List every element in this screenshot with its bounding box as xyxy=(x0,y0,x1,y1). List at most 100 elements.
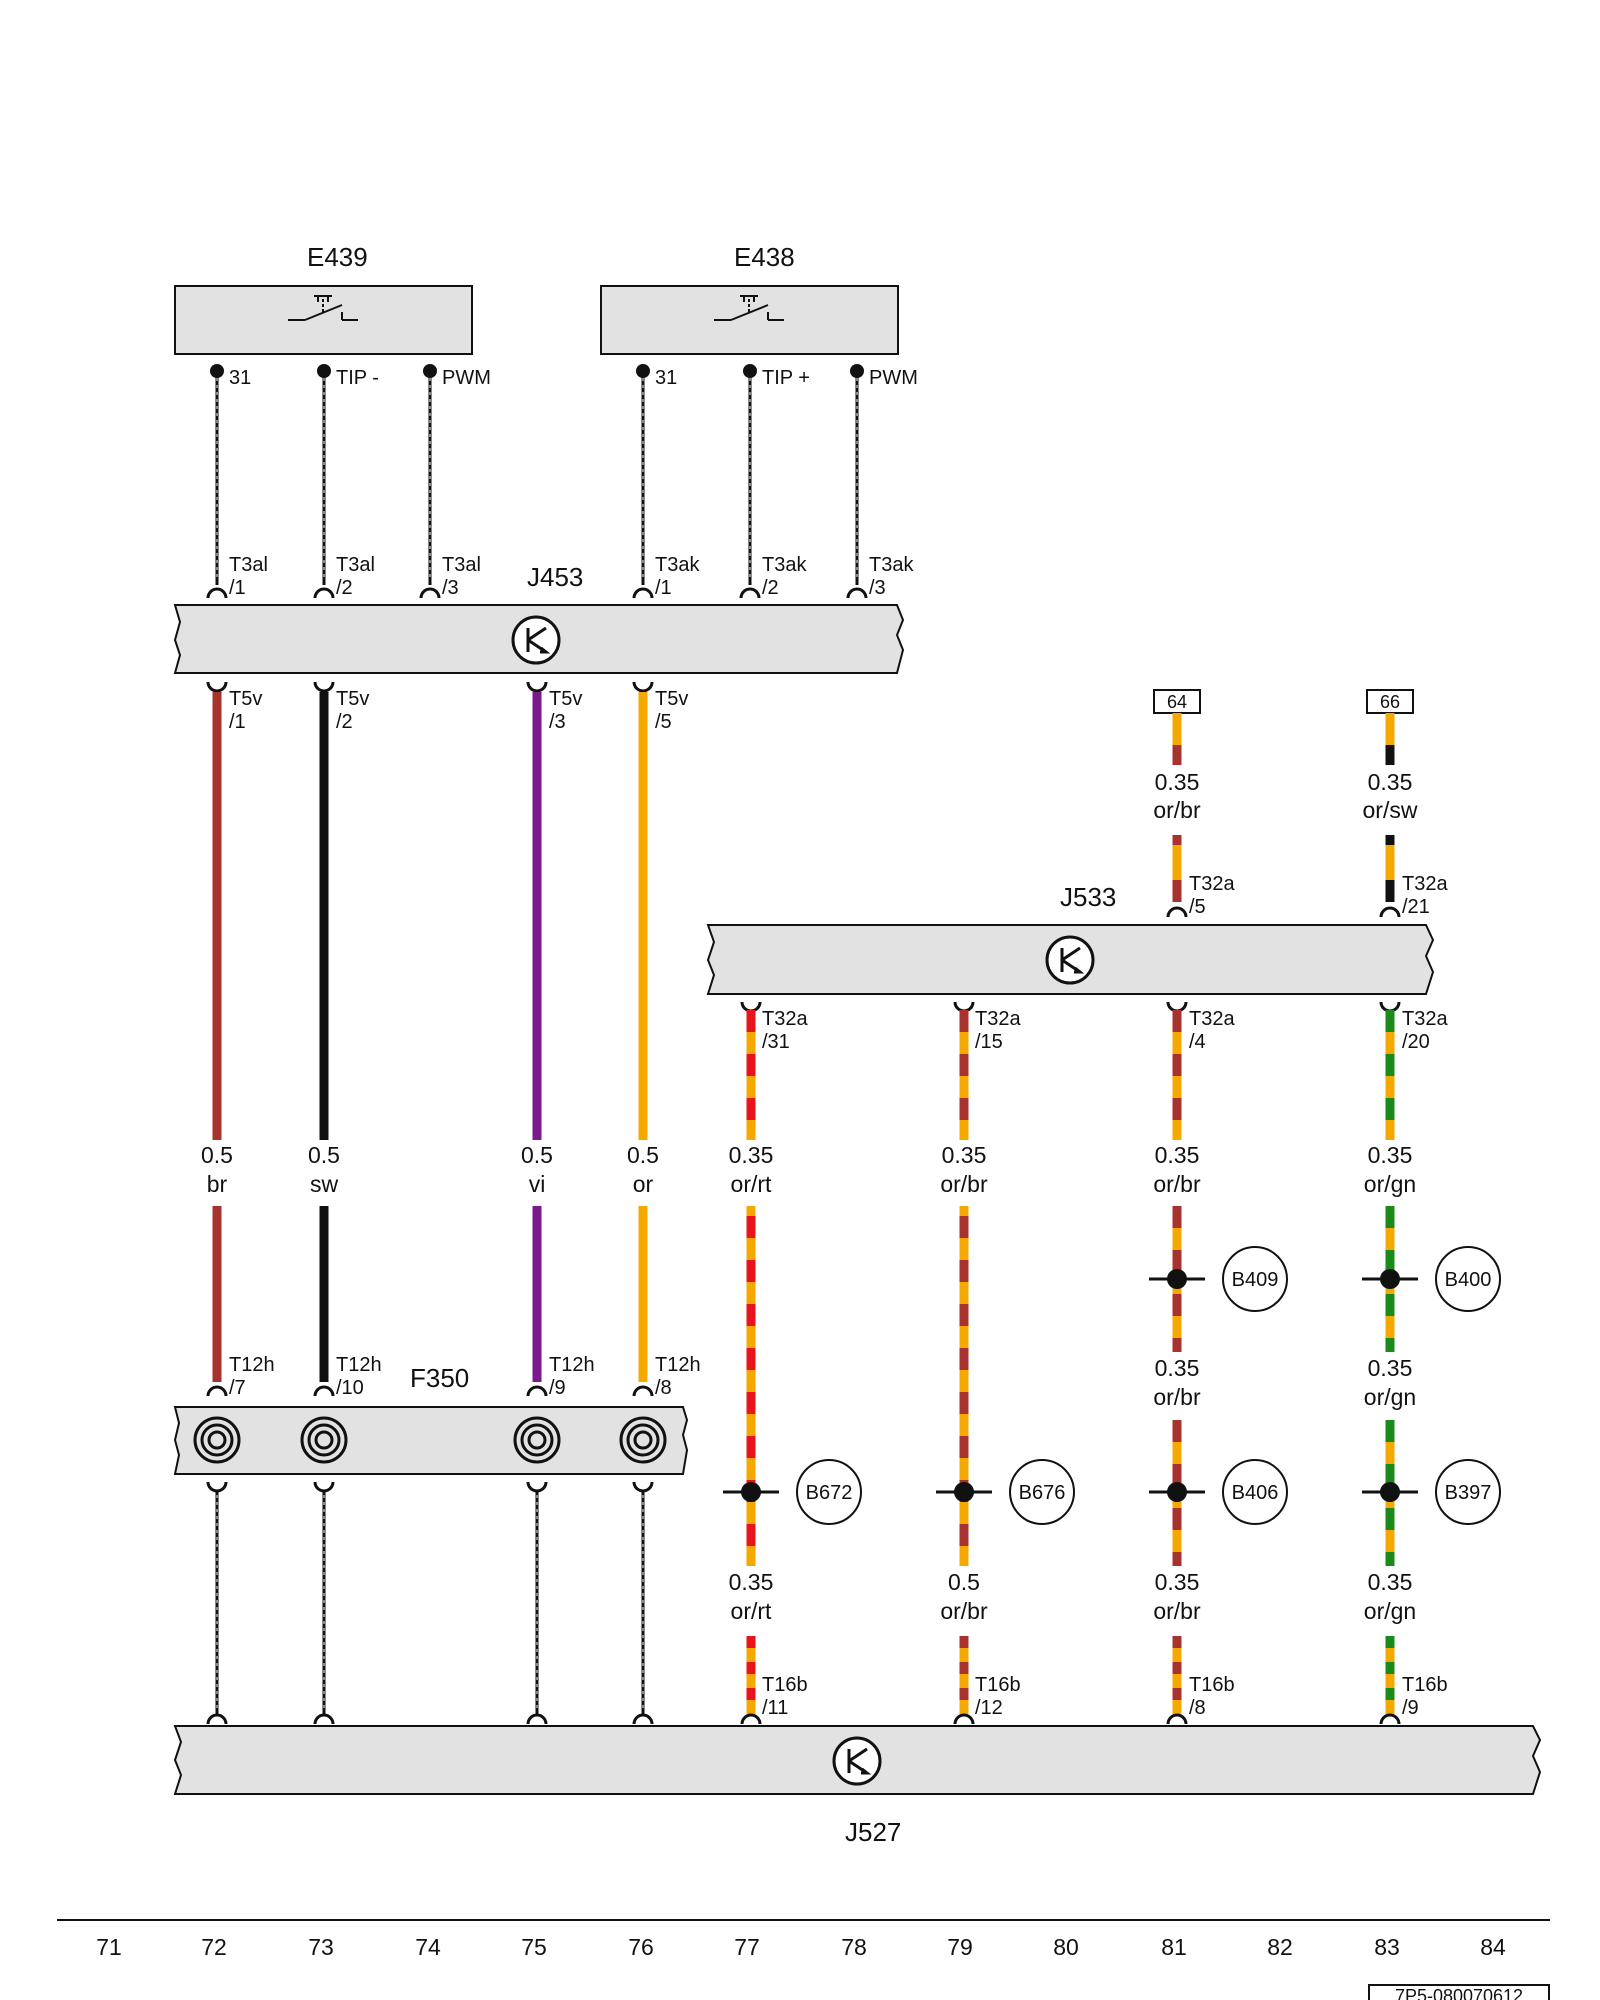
wire-gauge: 0.5 xyxy=(627,1142,659,1168)
conn-label: T5v xyxy=(229,688,262,710)
ref-boxes: 64 66 xyxy=(1153,689,1414,714)
conn-label: T16b xyxy=(1402,1674,1448,1696)
conn-label: T32a xyxy=(1189,1008,1235,1030)
column-number: 80 xyxy=(1053,1934,1079,1960)
j453-label: J453 xyxy=(527,562,583,592)
conn-label: T3ak xyxy=(869,554,914,576)
wire-gauge: 0.35 xyxy=(1368,769,1413,795)
conn-label: T32a xyxy=(1189,873,1235,895)
conn-pin: /9 xyxy=(1402,1697,1419,1719)
conn-pin: /31 xyxy=(762,1031,790,1053)
wire-color: or/gn xyxy=(1364,1384,1416,1410)
switch-pins: 31 TIP - PWM 31 TIP + PWM xyxy=(210,364,918,389)
conn-pin: /1 xyxy=(655,577,672,599)
switch-e439: E439 xyxy=(174,242,473,355)
column-number: 76 xyxy=(628,1934,654,1960)
column-number: 84 xyxy=(1480,1934,1506,1960)
splice-label: B406 xyxy=(1232,1482,1279,1504)
j453-f350-wires xyxy=(212,692,648,1140)
j533-top-connector: T32a/5 T32a/21 xyxy=(1166,873,1448,918)
splice-b406: B406 xyxy=(1149,1459,1288,1525)
pin-label: TIP + xyxy=(762,367,810,389)
j533-bottom-connector: T32a/31 T32a/15 T32a/4 T32a/20 xyxy=(740,1001,1448,1053)
doc-code: 7P5-080070612 xyxy=(1395,1986,1523,2000)
switch-symbol-icon xyxy=(288,295,358,321)
control-unit-icon xyxy=(511,615,561,665)
slip-ring-icon xyxy=(193,1416,667,1464)
doc-code-box: 7P5-080070612 xyxy=(1368,1984,1550,2000)
conn-label: T12h xyxy=(229,1354,275,1376)
conn-pin: /5 xyxy=(1189,896,1206,918)
j527-connector: T16b/11 T16b/12 T16b/8 T16b/9 xyxy=(740,1674,1448,1725)
j453-f350-wire-continuation xyxy=(212,1206,648,1382)
conn-label: T32a xyxy=(1402,1008,1448,1030)
wire-color: or/br xyxy=(1153,1171,1201,1197)
conn-pin: /2 xyxy=(336,711,353,733)
wire-gauge: 0.5 xyxy=(521,1142,553,1168)
wire-gauge: 0.5 xyxy=(948,1569,980,1595)
splice-label: B409 xyxy=(1232,1269,1279,1291)
module-f350: F350 xyxy=(173,1363,689,1475)
wire-color: or/gn xyxy=(1364,1171,1416,1197)
pin-label: TIP - xyxy=(336,367,379,389)
wire-gauge: 0.5 xyxy=(308,1142,340,1168)
conn-pin: /15 xyxy=(975,1031,1003,1053)
conn-label: T3ak xyxy=(655,554,700,576)
module-j533: J533 xyxy=(706,882,1435,995)
splice-label: B397 xyxy=(1445,1482,1492,1504)
wire-color: or/br xyxy=(940,1598,988,1624)
conn-label: T16b xyxy=(762,1674,808,1696)
conn-pin: /4 xyxy=(1189,1031,1206,1053)
wire-gauge: 0.35 xyxy=(1368,1569,1413,1595)
wire-color: sw xyxy=(310,1171,339,1197)
j453-top-connector-arcs xyxy=(206,587,868,599)
module-j453: J453 xyxy=(173,562,905,674)
e438-label: E438 xyxy=(734,242,795,272)
conn-pin: /12 xyxy=(975,1697,1003,1719)
conn-label: T12h xyxy=(336,1354,382,1376)
conn-pin: /3 xyxy=(549,711,566,733)
conn-label: T12h xyxy=(549,1354,595,1376)
wire-color: or/br xyxy=(1153,1384,1201,1410)
conn-pin: /2 xyxy=(762,577,779,599)
wire-gauge: 0.35 xyxy=(729,1142,774,1168)
wire-color: or/sw xyxy=(1363,797,1418,823)
conn-pin: /9 xyxy=(549,1377,566,1399)
splice-b676: B676 xyxy=(936,1459,1075,1525)
j527-label: J527 xyxy=(845,1817,901,1847)
splice-label: B672 xyxy=(806,1482,853,1504)
column-number: 73 xyxy=(308,1934,334,1960)
wire-gauge: 0.5 xyxy=(201,1142,233,1168)
conn-pin: /7 xyxy=(229,1377,246,1399)
wire-gauge: 0.35 xyxy=(729,1569,774,1595)
splice-points: B409 B400 B672 B676 B406 B397 xyxy=(723,1246,1501,1525)
conn-pin: /8 xyxy=(1189,1697,1206,1719)
wire-color: or/rt xyxy=(731,1171,773,1197)
conn-label: T3ak xyxy=(762,554,807,576)
j453-wire-labels: 0.5br 0.5sw 0.5vi 0.5or xyxy=(201,1142,659,1197)
conn-pin: /21 xyxy=(1402,896,1430,918)
wire-label-gaps xyxy=(195,1140,670,1206)
ref-box-label: 66 xyxy=(1380,692,1400,712)
shielded-wires-top xyxy=(215,371,859,585)
switch-symbol-icon xyxy=(714,295,784,321)
column-number: 74 xyxy=(415,1934,441,1960)
conn-pin: /5 xyxy=(655,711,672,733)
splice-label: B400 xyxy=(1445,1269,1492,1291)
f350-j527-wires xyxy=(206,1481,654,1725)
wire-gauge: 0.35 xyxy=(1155,1142,1200,1168)
conn-label: T5v xyxy=(336,688,369,710)
conn-label: T16b xyxy=(1189,1674,1235,1696)
conn-pin: /3 xyxy=(442,577,459,599)
j453-top-connector-labels: T3al/1 T3al/2 T3al/3 T3ak/1 T3ak/2 T3ak/… xyxy=(229,554,914,599)
j533-label: J533 xyxy=(1060,882,1116,912)
pin-label: 31 xyxy=(229,367,251,389)
wire-color: vi xyxy=(529,1171,546,1197)
conn-pin: /11 xyxy=(762,1697,788,1719)
conn-label: T32a xyxy=(975,1008,1021,1030)
control-unit-icon xyxy=(1045,935,1095,985)
f350-connector-labels: T12h/7 T12h/10 T12h/9 T12h/8 xyxy=(229,1354,701,1399)
wire-gauge: 0.35 xyxy=(1368,1142,1413,1168)
